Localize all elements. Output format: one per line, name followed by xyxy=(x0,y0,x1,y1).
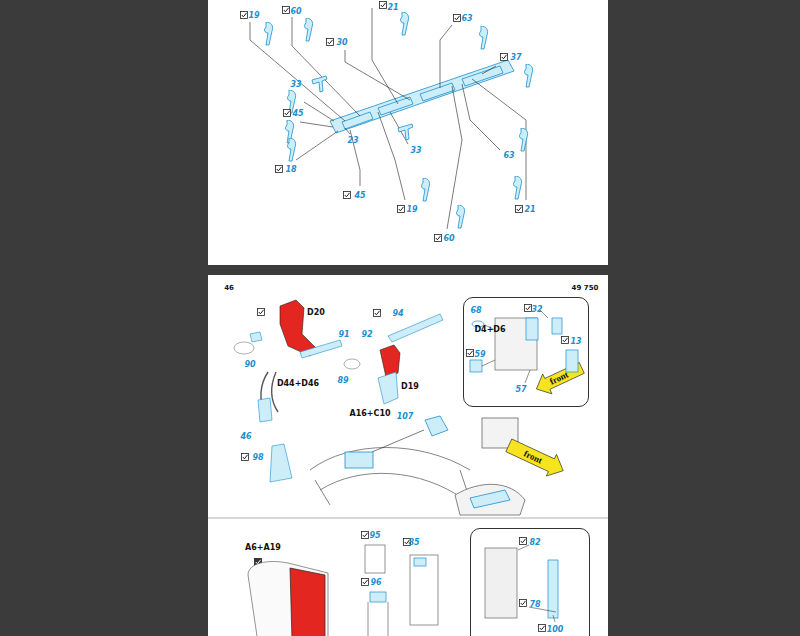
callout-number: 57 xyxy=(515,385,526,394)
callout-number: 98 xyxy=(252,453,263,462)
callout-number: 78 xyxy=(529,600,540,609)
part-code: A6+A19 xyxy=(245,543,281,552)
callout-number: 13 xyxy=(570,337,581,346)
callout-number: 19 xyxy=(248,11,259,20)
detail-panel: 68 32D4+D6 13 59 57 front xyxy=(463,297,589,407)
callout-number: 82 xyxy=(529,538,540,547)
callout-number: 96 xyxy=(370,578,381,587)
callout-number: 21 xyxy=(524,205,535,214)
callout-number: 21 xyxy=(387,3,398,12)
callout-number: 46 xyxy=(240,432,251,441)
callout-number: 100 xyxy=(547,625,564,634)
part-code: D20 xyxy=(307,308,325,317)
callout-number: 90 xyxy=(244,360,255,369)
part-code: D44+D46 xyxy=(277,379,319,388)
callout-number: 30 xyxy=(336,38,347,47)
callout-number: 68 xyxy=(470,306,481,315)
direction-label: front xyxy=(522,448,544,465)
callout-number: 32 xyxy=(531,305,542,314)
part-code: A16+C10 xyxy=(349,409,390,418)
etched-part xyxy=(265,12,533,228)
callout-number: 18 xyxy=(285,165,296,174)
callout-number: 59 xyxy=(474,350,485,359)
callout-number: 60 xyxy=(443,234,454,243)
callout-number: 91 xyxy=(338,330,349,339)
callout-number: 95 xyxy=(369,531,380,540)
callout-number: 94 xyxy=(392,309,403,318)
etched-fret xyxy=(330,60,514,133)
page-number: 49 750 xyxy=(572,284,599,292)
callout-number: 45 xyxy=(354,191,365,200)
callout-number: 85 xyxy=(408,538,419,547)
callout-number: 33 xyxy=(290,80,301,89)
page xyxy=(208,0,608,265)
callout-number: 19 xyxy=(406,205,417,214)
detail-drawing xyxy=(248,310,578,636)
detail-panel: 82 78 100 xyxy=(470,528,590,636)
callout-number: 23 xyxy=(347,136,358,145)
direction-arrow xyxy=(504,358,587,482)
callout-number: 63 xyxy=(503,151,514,160)
page xyxy=(208,275,608,636)
direction-label: front xyxy=(548,369,570,386)
part-code: D4+D6 xyxy=(474,325,505,334)
part-code: D19 xyxy=(401,382,419,391)
leader-line xyxy=(250,8,526,229)
callout-number: 33 xyxy=(410,146,421,155)
engine-outline xyxy=(310,416,525,515)
callout-number: 107 xyxy=(397,412,414,421)
page-number: 46 xyxy=(224,284,234,292)
callout-number: 60 xyxy=(290,7,301,16)
check-box xyxy=(241,2,569,632)
callout-number: 92 xyxy=(361,330,372,339)
callout-number: 89 xyxy=(337,376,348,385)
callout-number: 37 xyxy=(510,53,521,62)
callout-number: 45 xyxy=(292,109,303,118)
callout-number: 63 xyxy=(461,14,472,23)
